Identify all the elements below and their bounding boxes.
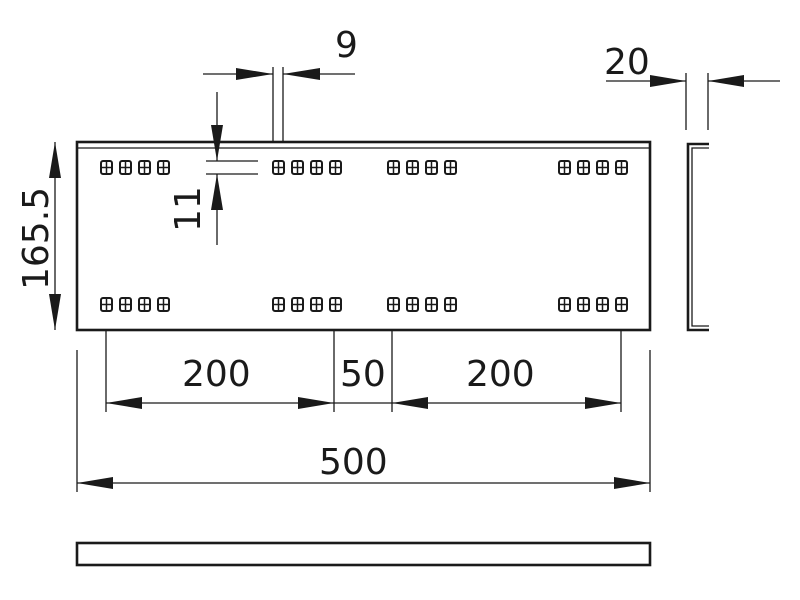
dimension-flange-width: 20 [604,42,780,130]
slot-group-top-3 [387,160,457,175]
slot-group-top-2 [272,160,342,175]
dimension-group-spacing-right: 200 [392,354,621,409]
extension-lines [76,330,651,492]
slot-group-bottom-2 [272,297,342,312]
group-spacing-right-label: 200 [466,354,535,395]
dimension-plate-height: 165.5 [16,142,61,330]
center-gap-label: 50 [340,354,386,395]
slot-group-top-4 [558,160,628,175]
slot-group-bottom-3 [387,297,457,312]
dimension-group-spacing-left: 200 [106,354,334,409]
slot-group-top-1 [100,160,170,175]
side-profile-view [686,142,709,332]
plate-bottom-view [75,541,652,567]
dimension-slot-height: 11 [168,92,258,245]
plate-height-label: 165.5 [16,187,57,290]
dimension-overall-length: 500 [77,442,650,489]
slot-group-bottom-4 [558,297,628,312]
slot-group-bottom-1 [100,297,170,312]
plate-front-view [75,140,652,332]
group-spacing-left-label: 200 [182,354,251,395]
overall-length-label: 500 [319,442,388,483]
dimension-slot-width: 9 [203,25,358,142]
dimension-center-gap: 50 [334,354,392,404]
slot-width-label: 9 [335,25,358,66]
flange-width-label: 20 [604,42,650,83]
slot-height-label: 11 [168,186,209,232]
slot-groups [100,160,628,312]
